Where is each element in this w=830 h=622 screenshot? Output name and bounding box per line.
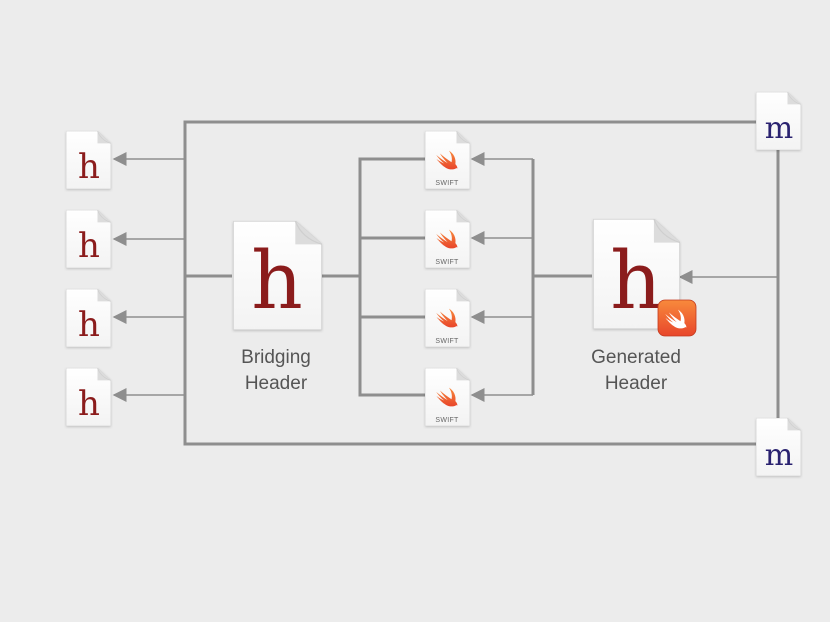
header-letter: h [78, 305, 100, 345]
header-file-2: h [66, 210, 111, 268]
swift-tag: SWIFT [435, 259, 459, 266]
connector-lines [183, 120, 780, 446]
header-letter: h [78, 226, 100, 266]
swift-file-3: SWIFT [425, 289, 470, 347]
bridging-header-label-line2: Header [245, 373, 308, 394]
impl-file-bottom: m [756, 418, 801, 476]
header-letter: h [78, 147, 100, 187]
bridging-header-letter: h [251, 234, 303, 327]
generated-header-label-line1: Generated [591, 347, 681, 368]
generated-header-file: h [593, 219, 680, 329]
swift-badge-background [657, 299, 697, 337]
swift-left-bracket [358, 157, 425, 397]
swift-tag: SWIFT [435, 338, 459, 345]
header-file-4: h [66, 368, 111, 426]
header-file-3: h [66, 289, 111, 347]
impl-letter: m [765, 438, 793, 473]
swift-tag: SWIFT [435, 180, 459, 187]
swift-badge [657, 299, 697, 337]
swift-file-1: SWIFT [425, 131, 470, 189]
header-letter: h [78, 384, 100, 424]
impl-letter: m [765, 111, 793, 146]
outer-frame-line [183, 120, 778, 446]
bridging-header-file: h [233, 221, 322, 330]
swift-file-4: SWIFT [425, 368, 470, 426]
impl-file-top: m [756, 92, 801, 150]
header-file-1: h [66, 131, 111, 189]
bridging-header-label-line1: Bridging [241, 347, 311, 368]
generated-header-label-line2: Header [605, 373, 668, 394]
swift-tag: SWIFT [435, 417, 459, 424]
generated-header-letter: h [610, 234, 662, 327]
header-arrows [112, 152, 778, 402]
swift-file-2: SWIFT [425, 210, 470, 268]
